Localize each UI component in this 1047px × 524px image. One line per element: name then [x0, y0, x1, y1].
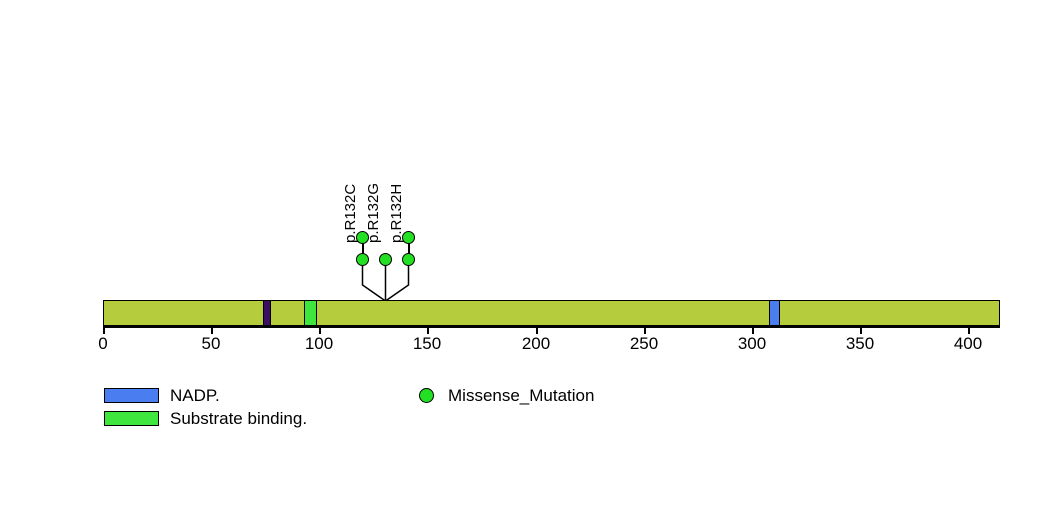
axis-tick-4: [536, 326, 538, 334]
mutation-marker-0-0[interactable]: [356, 253, 369, 266]
legend-swatch-nadp[interactable]: [104, 388, 159, 403]
legend-label-missense-mutation: Missense_Mutation: [448, 386, 595, 405]
mutation-marker-0-1[interactable]: [356, 231, 369, 244]
lollipop-stem-2: [408, 243, 410, 259]
legend-label-nadp: NADP.: [170, 386, 220, 405]
protein-backbone: [103, 300, 1000, 326]
axis-tick-label-4: 200: [521, 334, 551, 353]
legend-swatch-substrate-binding[interactable]: [104, 411, 159, 426]
axis-tick-label-6: 300: [737, 334, 767, 353]
legend-label-substrate-binding: Substrate binding.: [170, 409, 308, 428]
axis-tick-label-5: 250: [629, 334, 659, 353]
domain-block-substrate-binding[interactable]: [303, 301, 317, 325]
axis-tick-label-8: 400: [953, 334, 983, 353]
axis-tick-0: [103, 326, 105, 334]
axis-tick-label-1: 50: [201, 334, 221, 353]
mutation-marker-2-1[interactable]: [402, 231, 415, 244]
axis-tick-label-3: 150: [412, 334, 442, 353]
axis-tick-8: [968, 326, 970, 334]
domain-block-unnamed-site[interactable]: [262, 301, 272, 325]
axis-tick-5: [644, 326, 646, 334]
legend-dot-missense-mutation[interactable]: [419, 388, 434, 403]
lollipop-stem-0: [362, 243, 364, 259]
axis-tick-label-0: 0: [98, 334, 108, 353]
axis-tick-7: [860, 326, 862, 334]
axis-tick-label-7: 350: [845, 334, 875, 353]
axis-tick-6: [752, 326, 754, 334]
axis-line: [103, 326, 1000, 328]
domain-block-nadp[interactable]: [769, 301, 781, 325]
axis-tick-1: [211, 326, 213, 334]
axis-tick-label-2: 100: [304, 334, 334, 353]
mutation-marker-1-0[interactable]: [379, 253, 392, 266]
axis-tick-3: [427, 326, 429, 334]
mutation-marker-2-0[interactable]: [402, 253, 415, 266]
lollipop-connectors: [361, 265, 410, 327]
axis-tick-2: [319, 326, 321, 334]
